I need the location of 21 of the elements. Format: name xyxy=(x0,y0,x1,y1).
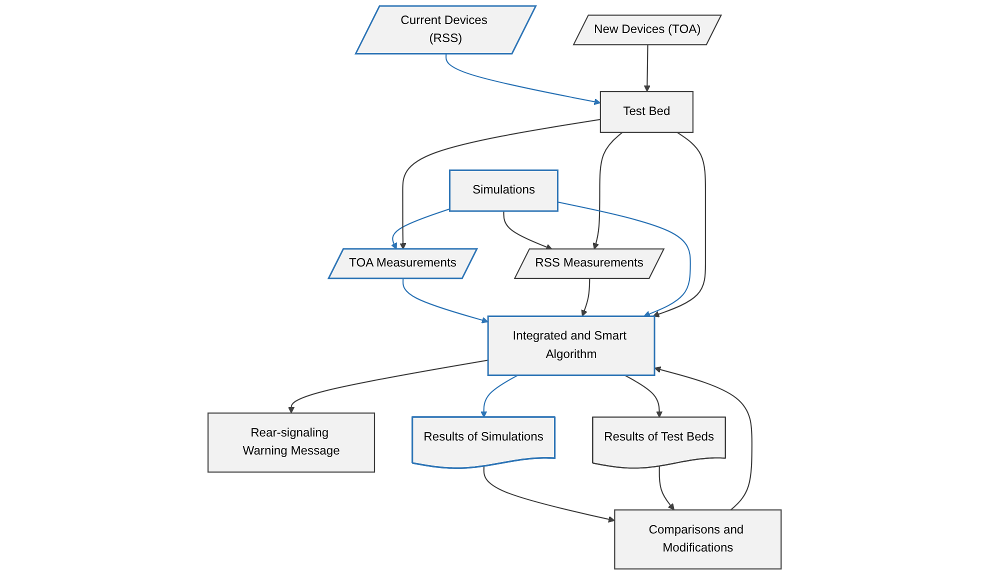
arrow xyxy=(480,374,518,418)
arrow xyxy=(592,132,623,250)
arrow xyxy=(658,466,674,510)
arrow xyxy=(483,466,615,523)
node-box: Simulations xyxy=(448,169,558,212)
arrow xyxy=(558,201,691,318)
arrow xyxy=(288,360,488,414)
node-box: Test Bed xyxy=(600,90,694,133)
arrow xyxy=(581,278,590,317)
arrow xyxy=(644,45,650,92)
arrow xyxy=(652,132,706,318)
arrow xyxy=(445,54,601,106)
node-box: Comparisons and Modifications xyxy=(614,509,782,570)
arrow xyxy=(390,208,450,250)
arrow xyxy=(400,118,600,250)
arrow xyxy=(503,211,552,250)
arrow xyxy=(402,278,488,324)
arrow xyxy=(624,374,663,418)
node-box: Rear-signaling Warning Message xyxy=(207,412,375,473)
arrow xyxy=(654,366,752,510)
node-box: Integrated and Smart Algorithm xyxy=(487,315,656,376)
